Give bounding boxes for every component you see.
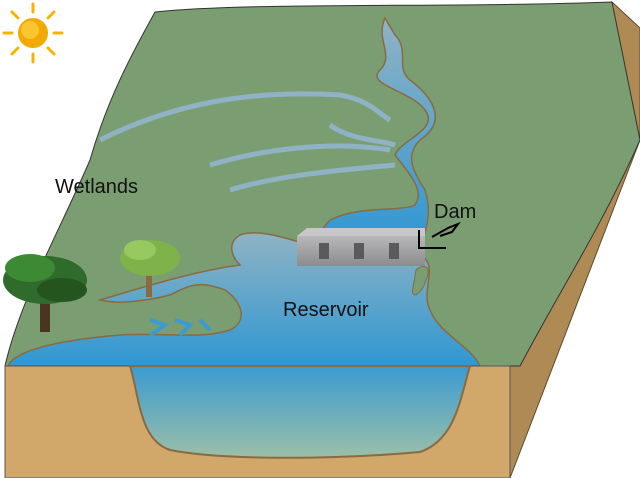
pen-marker-icon xyxy=(418,221,461,249)
tree-icon xyxy=(120,240,180,297)
sun-icon xyxy=(2,2,64,64)
island xyxy=(412,265,429,296)
tributaries xyxy=(98,91,396,193)
tree-icon xyxy=(3,254,87,332)
river xyxy=(315,16,436,246)
dam xyxy=(297,228,425,266)
wetlands-label: Wetlands xyxy=(55,176,138,198)
reservoir-label: Reservoir xyxy=(283,299,369,321)
reservoir-cross-section xyxy=(128,365,472,459)
wetland-channels xyxy=(148,318,212,337)
dam-label: Dam xyxy=(434,201,476,223)
terrain-top-surface xyxy=(4,1,640,367)
